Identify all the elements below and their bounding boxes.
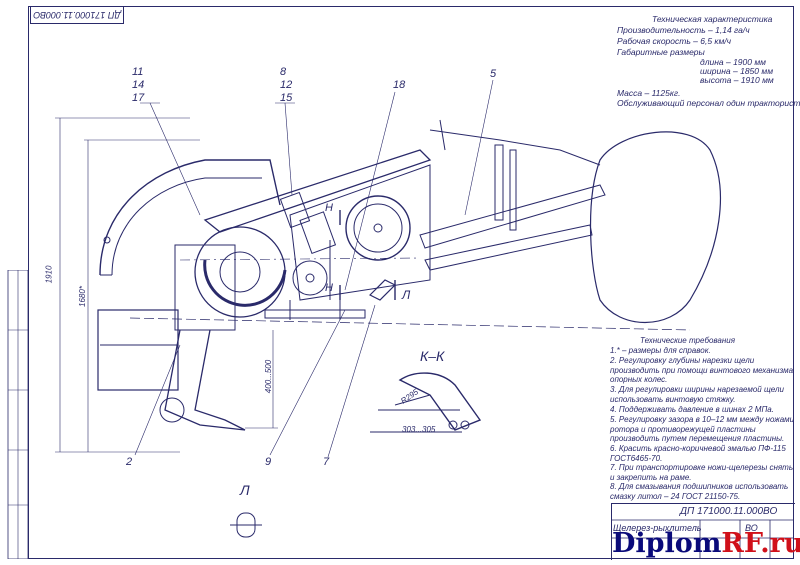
dim-depth: 400...500	[264, 359, 274, 394]
view-l-arrow-label: Л	[402, 288, 411, 302]
spec-line-1: Производительность – 1,14 га/ч	[617, 25, 750, 35]
section-h-bottom: Н	[325, 282, 333, 294]
title-block-sheet-hint: ВО	[745, 523, 758, 533]
callout-8: 8	[280, 66, 287, 78]
callout-12: 12	[280, 79, 293, 91]
requirement-5: 5. Регулировку зазора в 10–12 мм между н…	[610, 415, 795, 444]
callout-15: 15	[280, 92, 293, 104]
dim-height-total: 1910	[44, 265, 54, 284]
requirement-1: 1.* – размеры для справок.	[610, 346, 711, 355]
spec-line-7: Масса – 1125кг.	[617, 88, 681, 98]
callout-11: 11	[132, 66, 144, 78]
requirement-3: 3. Для регулировки ширины нарезаемой щел…	[610, 385, 784, 404]
callout-7: 7	[323, 456, 330, 468]
dim-height-inner: 1680*	[77, 286, 87, 307]
view-l-label: Л	[240, 482, 250, 498]
requirement-7: 7. При транспортировке ножи-щелерезы сня…	[610, 463, 794, 482]
callout-17: 17	[132, 92, 145, 104]
title-block-name: Щелерез-рыхлитель	[613, 523, 702, 533]
requirements-title: Технические требования	[640, 336, 735, 345]
watermark-logo: DiplomRF.ru	[612, 528, 800, 559]
callout-18: 18	[393, 79, 406, 91]
spec-line-3: Габаритные размеры	[617, 47, 705, 57]
callout-9: 9	[265, 456, 272, 468]
spec-line-2: Рабочая скорость – 6,5 км/ч	[617, 36, 732, 46]
watermark-suffix: RF.ru	[721, 528, 800, 559]
requirement-4: 4. Поддерживать давление в шинах 2 МПа.	[610, 405, 774, 414]
drawing-frame	[28, 6, 794, 559]
spec-line-8: Обслуживающий персонал один тракторист.	[617, 98, 800, 108]
dim-width-kk: 303...305	[402, 425, 436, 434]
callout-14: 14	[132, 79, 145, 91]
callout-5: 5	[490, 68, 497, 80]
spec-line-6: высота – 1910 мм	[700, 75, 774, 85]
watermark-main: Diplom	[612, 528, 722, 559]
requirement-2: 2. Регулировку глубины нарезки щели прои…	[610, 356, 794, 385]
section-kk-label: К–К	[420, 348, 445, 364]
requirement-8: 8. Для смазывания подшипников использова…	[610, 482, 789, 501]
section-h-top: Н	[325, 202, 333, 214]
spec-line-5: ширина – 1850 мм	[700, 66, 774, 76]
spec-line-4: длина – 1900 мм	[700, 57, 766, 67]
title-block	[611, 503, 795, 560]
requirement-6: 6. Красить красно-коричневой эмалью ПФ-1…	[610, 444, 786, 463]
callout-2: 2	[126, 456, 133, 468]
title-block-code: ДП 171000.11.000ВО	[680, 506, 778, 517]
filing-strip	[7, 270, 28, 559]
spec-title: Техническая характеристика	[652, 14, 773, 24]
